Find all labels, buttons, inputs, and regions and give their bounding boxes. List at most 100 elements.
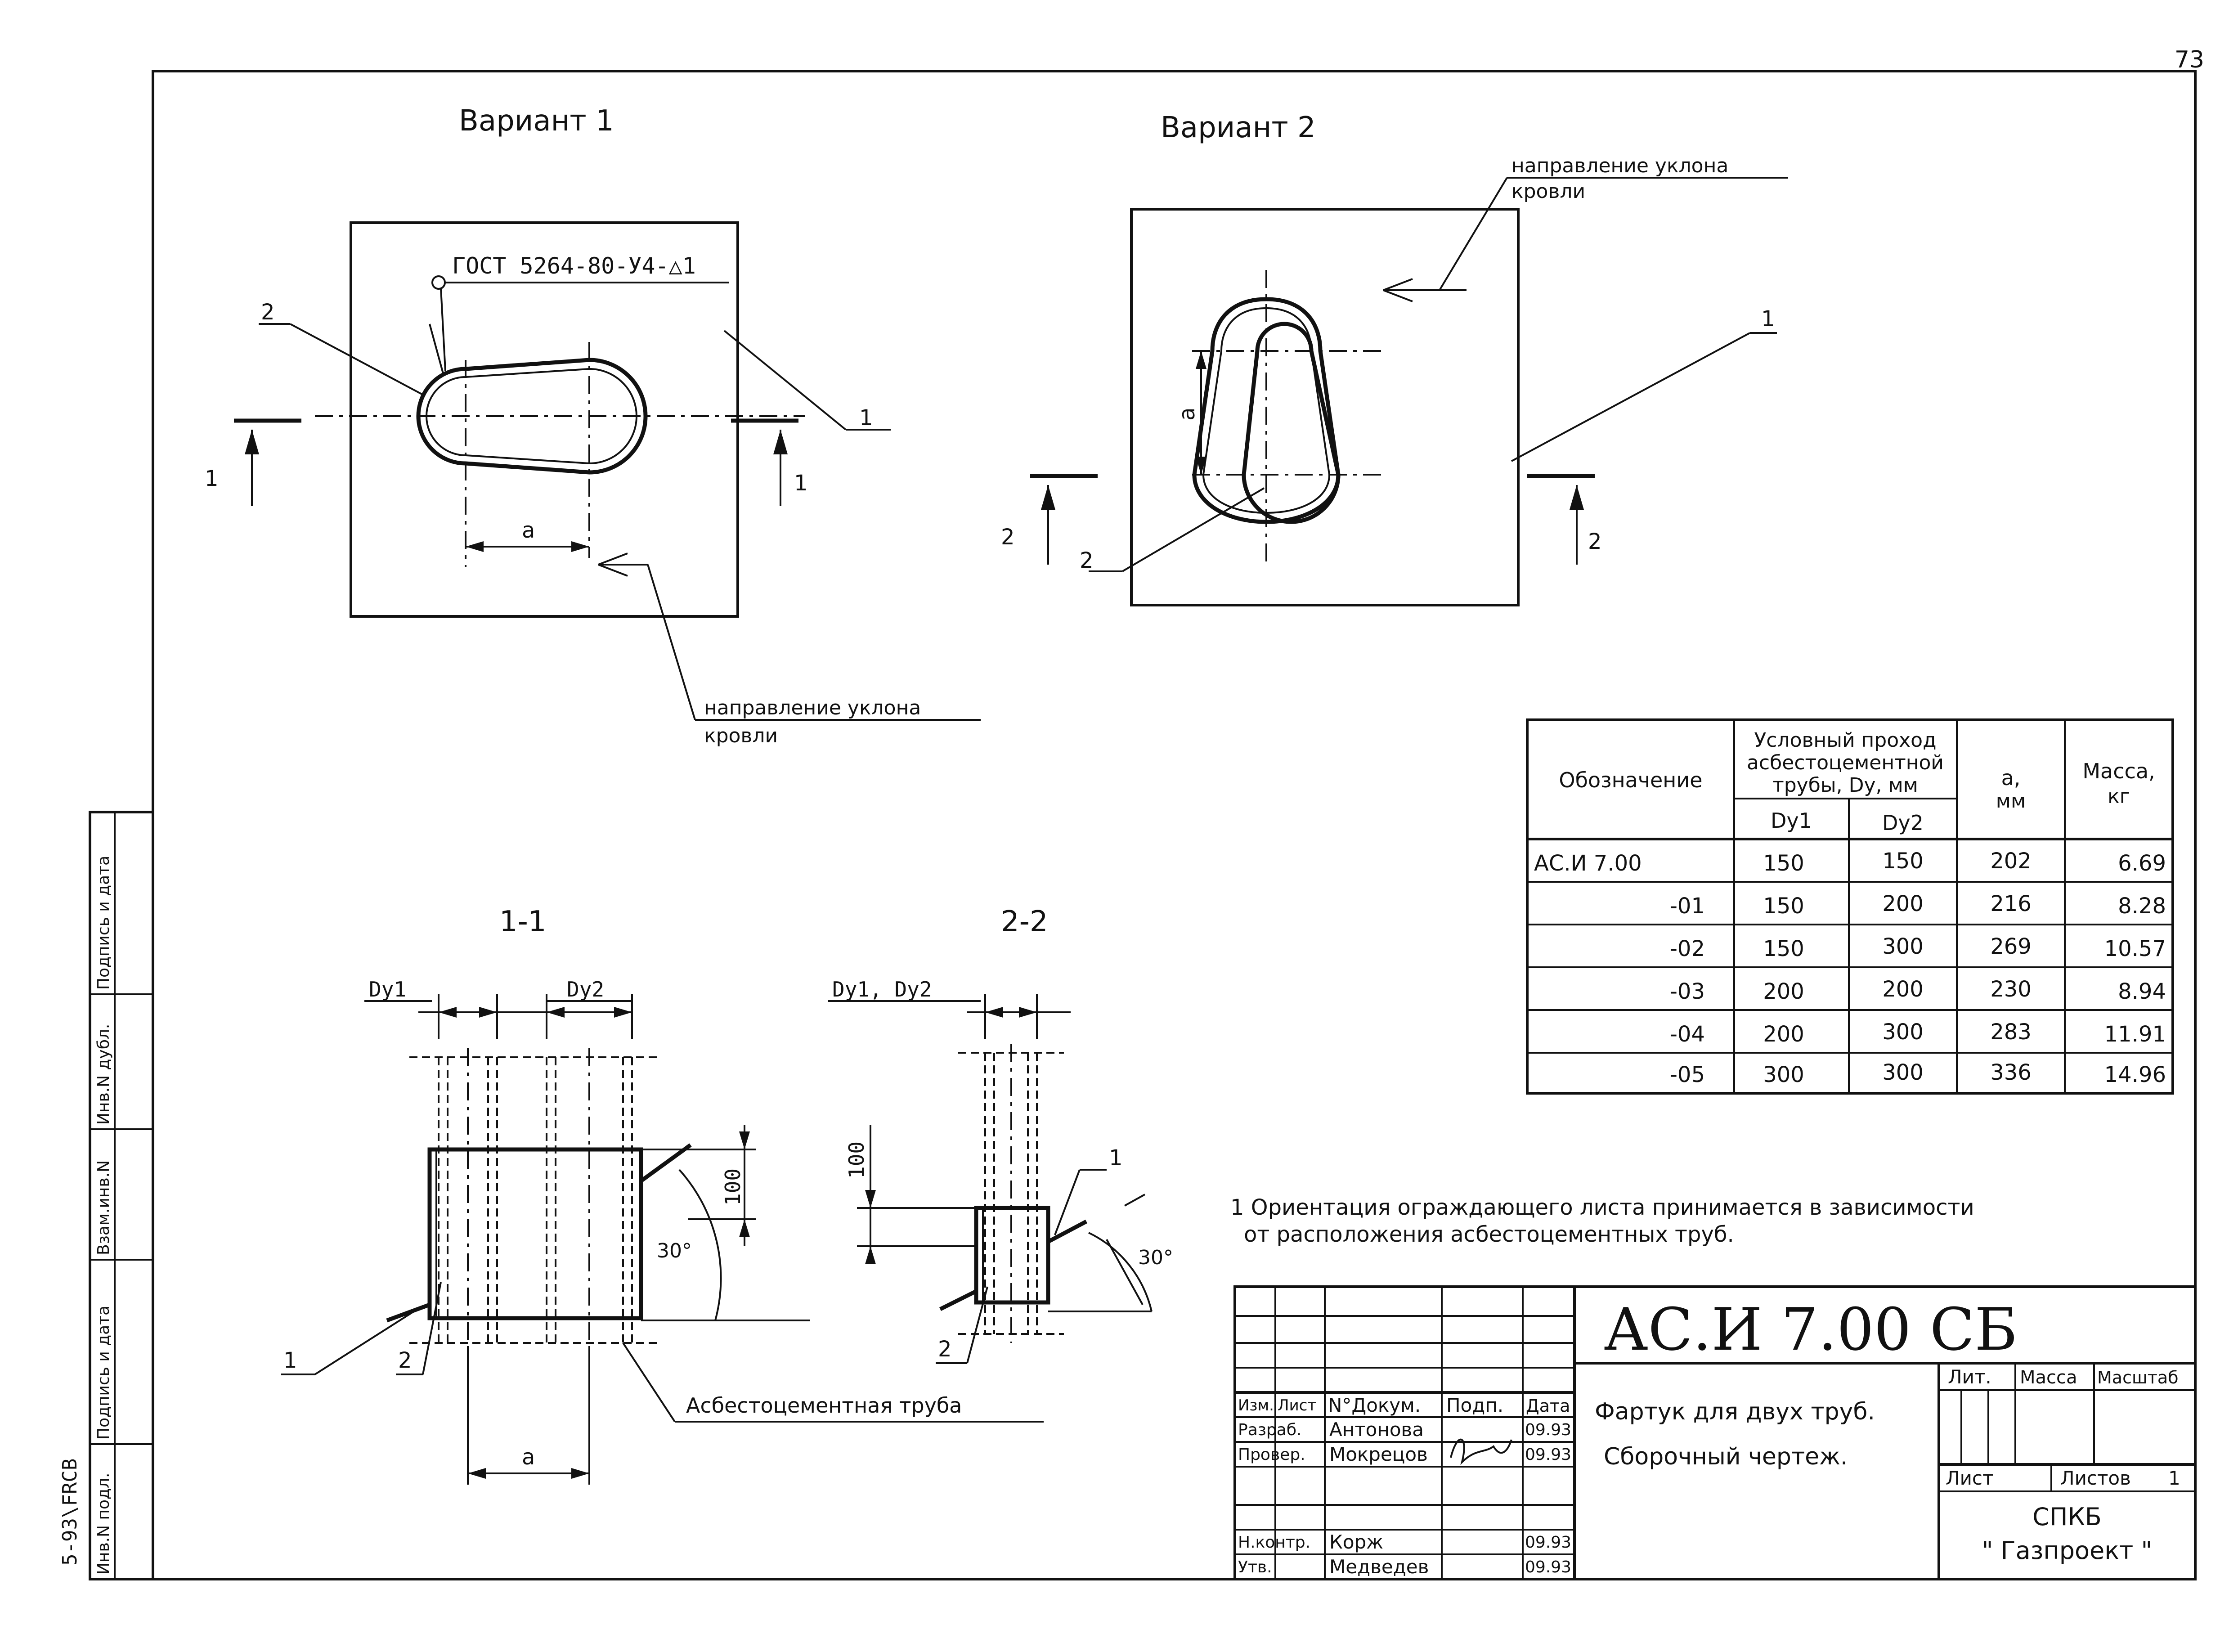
table-row-1-a: 216 xyxy=(1990,891,2032,916)
s1-callout-2: 2 xyxy=(398,1348,412,1373)
stamp-vzam: Взам.инв.N xyxy=(94,1160,113,1255)
table-row-4-dy1: 200 xyxy=(1763,1022,1804,1047)
v1-section-left: 1 xyxy=(205,466,219,491)
table-row-3-dy1: 200 xyxy=(1763,979,1804,1004)
th-dy2: Dy2 xyxy=(1882,811,1924,835)
s1-dy1: Dy1 xyxy=(369,977,406,1001)
th-passage-2: асбестоцементной xyxy=(1747,751,1944,774)
table-row-1-mass: 8.28 xyxy=(2118,893,2166,919)
table-row-4-des: -04 xyxy=(1670,1022,1705,1047)
spec-table: Обозначение Условный проход асбестоцемен… xyxy=(1526,718,2174,1095)
v1-dim-a: a xyxy=(522,518,535,543)
tb-org-2: " Газпроект " xyxy=(1982,1536,2153,1565)
table-row-3-dy2: 200 xyxy=(1882,977,1924,1002)
th-dy1: Dy1 xyxy=(1771,808,1812,833)
table-row-2-dy2: 300 xyxy=(1882,934,1924,959)
tb-list: Лист xyxy=(1946,1467,1993,1489)
v1-gost: ГОСТ 5264-80-У4-△1 xyxy=(452,253,696,279)
v1-slope-line1: направление уклона xyxy=(704,696,921,719)
drawing-code: АС.И 7.00 СБ xyxy=(1604,1295,2018,1364)
tb-dev-name: Антонова xyxy=(1329,1419,1424,1441)
table-row-2-a: 269 xyxy=(1990,934,2032,959)
th-mass-1: Масса, xyxy=(2082,759,2155,783)
th-a-1: a, xyxy=(2001,766,2021,790)
tb-org-1: СПКБ xyxy=(2032,1503,2102,1531)
tb-h-date: Дата xyxy=(1526,1396,1570,1416)
table-row-0-des: АС.И 7.00 xyxy=(1534,851,1642,876)
th-passage-1: Условный проход xyxy=(1754,729,1936,752)
v2-slope-line1: направление уклона xyxy=(1511,154,1728,177)
drawing-name-2: Сборочный чертеж. xyxy=(1604,1443,1848,1470)
table-row-1-des: -01 xyxy=(1670,893,1705,919)
tb-mass: Масса xyxy=(2020,1367,2077,1388)
tb-app-name: Медведев xyxy=(1329,1556,1429,1578)
tb-lists-n: 1 xyxy=(2168,1467,2180,1489)
tb-r-nk: Н.контр. xyxy=(1238,1533,1310,1552)
stamp-sign-date-1: Подпись и дата xyxy=(94,1306,113,1440)
note-line-1: 1 Ориентация ограждающего листа принимае… xyxy=(1230,1195,1974,1220)
tb-r-app: Утв. xyxy=(1238,1558,1272,1576)
table-row-5-mass: 14.96 xyxy=(2104,1062,2166,1087)
tb-app-date: 09.93 xyxy=(1525,1558,1571,1576)
section-1-1: 1-1 30° 100 Dy1 Dy2 xyxy=(281,905,1044,1485)
table-row-5-des: -05 xyxy=(1670,1062,1705,1087)
table-row-5-dy2: 300 xyxy=(1882,1060,1924,1085)
table-row-0-mass: 6.69 xyxy=(2118,851,2166,876)
s1-angle: 30° xyxy=(657,1239,692,1262)
tb-nk-date: 09.93 xyxy=(1525,1533,1571,1552)
variant-2-title: Вариант 2 xyxy=(1161,111,1316,144)
tb-lists: Листов xyxy=(2060,1467,2131,1489)
tb-nk-name: Корж xyxy=(1329,1531,1383,1553)
table-row-4-mass: 11.91 xyxy=(2104,1022,2166,1047)
v2-callout-1: 1 xyxy=(1761,306,1775,332)
table-row-3-a: 230 xyxy=(1990,977,2032,1002)
tb-chk-name: Мокрецов xyxy=(1329,1443,1428,1465)
tb-r-chk: Провер. xyxy=(1238,1446,1305,1464)
v2-section-left: 2 xyxy=(1001,525,1015,550)
section-2-2: 2-2 Dy1, Dy2 100 30° 1 xyxy=(828,905,1173,1364)
table-row-2-dy1: 150 xyxy=(1763,936,1804,961)
s2-dim-100: 100 xyxy=(844,1141,869,1179)
variant-2-plan: Вариант 2 a направление уклона кровли 1 … xyxy=(1001,111,1788,606)
table-row-0-a: 202 xyxy=(1990,848,2032,874)
tb-h-sign: Подп. xyxy=(1446,1394,1503,1416)
table-row-2-mass: 10.57 xyxy=(2104,936,2166,961)
s1-dim-a: a xyxy=(522,1445,535,1470)
tb-r-dev: Разраб. xyxy=(1238,1421,1301,1439)
signature-mark xyxy=(1450,1438,1512,1465)
archive-code: 5-93\FRCB xyxy=(58,1459,81,1566)
v2-callout-2: 2 xyxy=(1080,548,1094,573)
s2-title: 2-2 xyxy=(1001,905,1048,938)
table-row-3-des: -03 xyxy=(1670,979,1705,1004)
th-passage-3: трубы, Dy, мм xyxy=(1772,774,1918,797)
stamp-inv-orig: Инв.N подл. xyxy=(94,1473,113,1575)
page-number: 73 xyxy=(2175,46,2204,73)
table-row-4-dy2: 300 xyxy=(1882,1019,1924,1045)
table-row-4-a: 283 xyxy=(1990,1019,2032,1045)
tb-h-sheet: Лист xyxy=(1278,1396,1316,1414)
v2-slope-line2: кровли xyxy=(1511,180,1585,203)
tb-h-change: Изм. xyxy=(1238,1396,1274,1414)
tb-h-doc: N°Докум. xyxy=(1328,1394,1421,1416)
th-designation: Обозначение xyxy=(1559,768,1702,792)
table-row-5-dy1: 300 xyxy=(1763,1062,1804,1087)
table-row-1-dy1: 150 xyxy=(1763,893,1804,919)
th-a-2: мм xyxy=(1996,790,2026,813)
s2-dy: Dy1, Dy2 xyxy=(832,977,932,1001)
s1-callout-1: 1 xyxy=(283,1348,297,1373)
stamp-sign-date-2: Подпись и дата xyxy=(94,856,113,990)
v1-section-right: 1 xyxy=(794,471,808,496)
s2-callout-1: 1 xyxy=(1109,1145,1123,1171)
s2-callout-2: 2 xyxy=(938,1337,952,1362)
tb-scale: Масштаб xyxy=(2097,1368,2179,1387)
s1-title: 1-1 xyxy=(499,905,547,938)
table-row-0-dy2: 150 xyxy=(1882,848,1924,874)
stamp-inv-dub: Инв.N дубл. xyxy=(94,1024,113,1125)
tb-lit: Лит. xyxy=(1948,1366,1991,1388)
s1-dim-100: 100 xyxy=(721,1168,745,1206)
title-block: АС.И 7.00 СБ Фартук для двух труб. Сборо… xyxy=(1233,1285,2197,1580)
variant-1-plan: Вариант 1 a ГОСТ 5264-80-У4-△1 2 1 1 xyxy=(205,104,981,747)
th-mass-2: кг xyxy=(2108,785,2130,808)
